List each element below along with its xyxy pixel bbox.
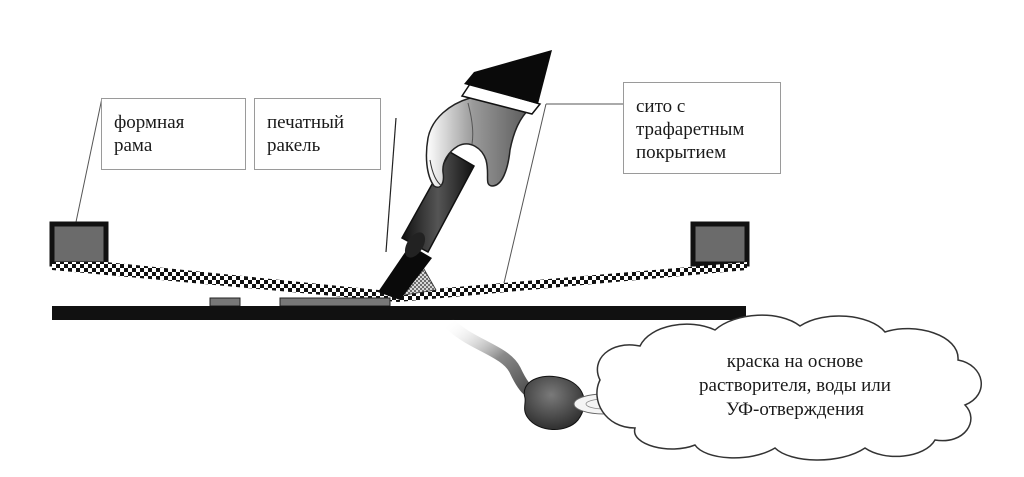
ink-label-line3: УФ-отверждения xyxy=(725,399,865,420)
squeegee-label-box: печатный ракель xyxy=(254,98,381,170)
right-frame-block xyxy=(690,221,750,267)
frame-label-line1: формная xyxy=(114,112,185,133)
hand xyxy=(425,95,532,188)
squeegee-label-line2: ракель xyxy=(267,135,321,156)
left-frame-block xyxy=(49,221,109,267)
frame-label-line2: рама xyxy=(114,135,153,156)
cuff xyxy=(460,50,552,115)
screen-label-line2: трафаретным xyxy=(636,119,745,140)
screen-label-line3: покрытием xyxy=(636,142,727,163)
squeegee-label-line1: печатный xyxy=(267,112,345,133)
screen-leader-line-diagonal xyxy=(503,103,547,284)
ink-label-line1: краска на основе xyxy=(726,351,864,372)
ink-label-line2: растворителя, воды или xyxy=(699,375,891,396)
thought-cloud xyxy=(596,314,982,461)
substrate-print-large xyxy=(279,297,391,307)
ink-blob xyxy=(523,375,585,430)
frame-label-box: формная рама xyxy=(101,98,246,170)
screen-label-box: сито с трафаретным покрытием xyxy=(623,82,781,174)
ink-label: краска на основе растворителя, воды или … xyxy=(660,350,930,422)
squeegee-leader-line xyxy=(385,117,397,253)
frame-leader-line xyxy=(75,97,103,223)
screen-label-line1: сито с xyxy=(636,96,686,117)
substrate-print-small xyxy=(209,297,241,307)
substrate-bar xyxy=(52,306,746,320)
